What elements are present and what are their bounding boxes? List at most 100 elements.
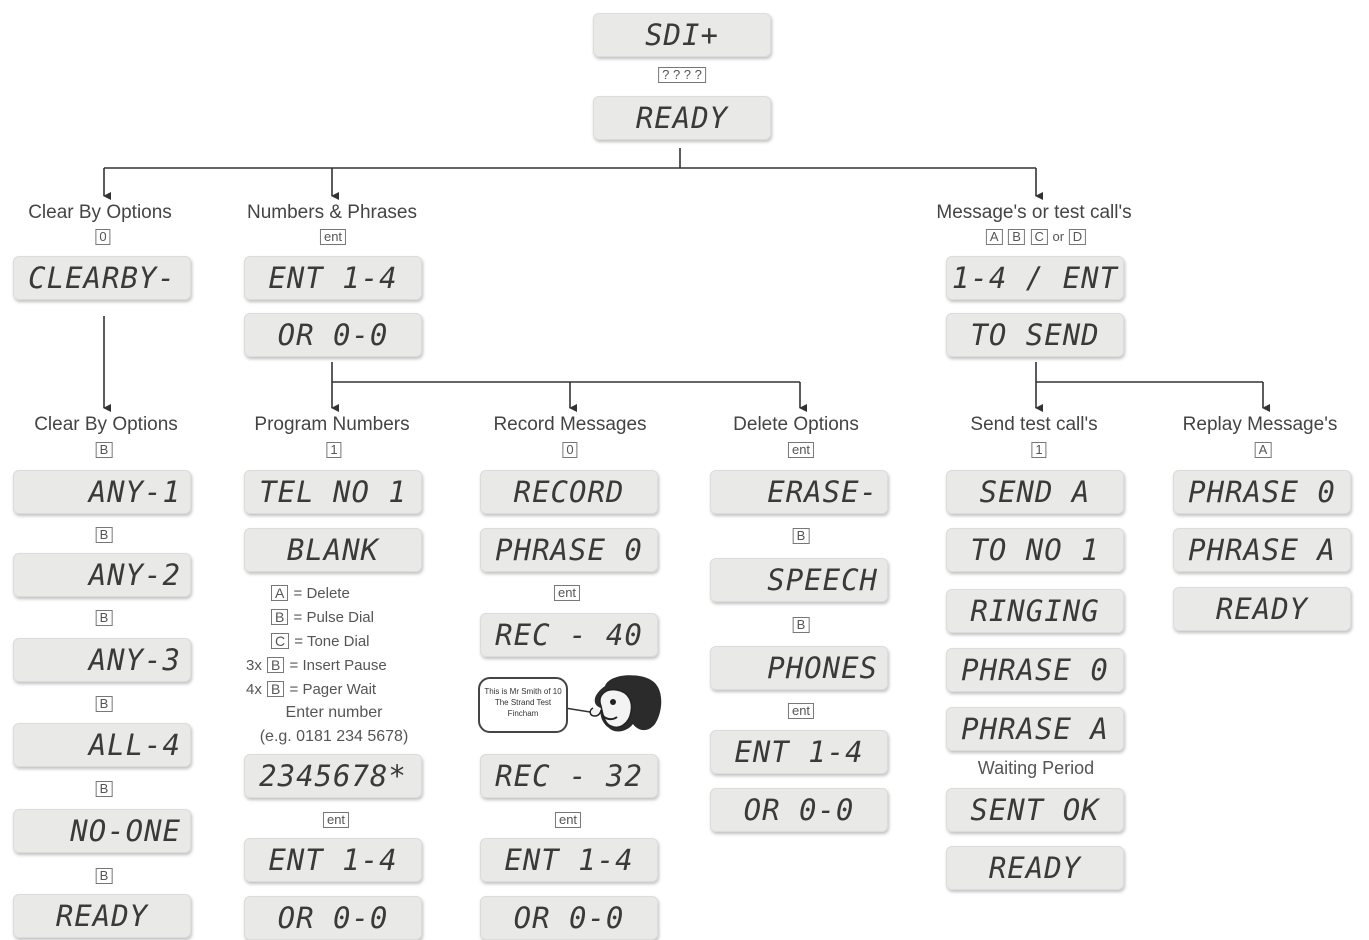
key-clear-col: B (95, 442, 114, 458)
legend-key-c: C (271, 633, 290, 649)
legend-row-delete: A = Delete (244, 582, 387, 606)
lcd-blank: BLANK (244, 528, 422, 572)
waiting-period-text: Waiting Period (977, 758, 1095, 778)
key-message-or: or (1052, 229, 1065, 244)
lcd-any-1: ANY-1 (13, 470, 191, 514)
lcd-ringing: RINGING (946, 589, 1124, 633)
header-clear-by-options: Clear By Options (34, 414, 178, 435)
lcd-any-2: ANY-2 (13, 553, 191, 597)
lcd-phones: PHONES (710, 646, 888, 690)
lcd-any-3: ANY-3 (13, 638, 191, 682)
key-numbers-text: ent (319, 229, 347, 245)
header-send-test-calls: Send test call's (970, 414, 1098, 435)
key-message-a: A (985, 229, 1003, 245)
key-program-text: 1 (326, 442, 342, 458)
key-delete-b-2-text: B (792, 617, 810, 633)
key-replay: A (1254, 442, 1273, 458)
lcd-numbers-ent: ENT 1-4 (244, 256, 422, 300)
key-messages: A B C or D (985, 229, 1087, 245)
legend-row-pager: 4x B = Pager Wait (246, 681, 377, 698)
lcd-no-one: NO-ONE (13, 809, 191, 853)
key-delete-ent-text: ent (787, 703, 815, 719)
lcd-ready-clear: READY (13, 894, 191, 938)
lcd-program-ent: ENT 1-4 (244, 838, 422, 882)
legend-row-tone: C = Tone Dial (244, 630, 387, 654)
lcd-replay-phrase-a: PHRASE A (1173, 528, 1351, 572)
key-delete-b-2: B (792, 617, 811, 633)
key-delete-b-1-text: B (792, 528, 810, 544)
key-message-c: C (1030, 229, 1048, 245)
key-message-d: D (1068, 229, 1087, 245)
lcd-messages-send: TO SEND (946, 313, 1124, 357)
key-clear-top-text: 0 (95, 229, 111, 245)
key-clear-b-2-text: B (95, 610, 113, 626)
key-record-ent: ent (553, 585, 581, 601)
lcd-replay-phrase-0: PHRASE 0 (1173, 470, 1351, 514)
key-clear-col-text: B (95, 442, 113, 458)
key-program: 1 (325, 442, 342, 458)
key-delete-ent: ent (787, 703, 815, 719)
lcd-all-4: ALL-4 (13, 723, 191, 767)
key-record: 0 (561, 442, 578, 458)
key-clear-b-1-text: B (95, 527, 113, 543)
legend-key-4xb: B (267, 681, 285, 697)
header-messages: Message's or test call's (936, 202, 1132, 223)
key-program-ent-text: ent (322, 812, 350, 828)
top-keys: ? ? ? ? (657, 67, 707, 83)
lcd-speech: SPEECH (710, 558, 888, 602)
header-replay-messages: Replay Message's (1182, 414, 1338, 435)
lcd-rec-32: REC - 32 (480, 754, 658, 798)
lcd-entered-number: 2345678* (244, 754, 422, 798)
lcd-record-phrase: PHRASE 0 (480, 528, 658, 572)
key-clear-top: 0 (94, 229, 111, 245)
key-clear-b-3: B (95, 696, 114, 712)
lcd-send-phrase-a: PHRASE A (946, 707, 1124, 751)
program-legend: A = Delete B = Pulse Dial C = Tone Dial … (244, 582, 387, 702)
legend-key-b: B (271, 609, 289, 625)
lcd-tel-no: TEL NO 1 (244, 470, 422, 514)
example-number-text: (e.g. 0181 234 5678) (259, 728, 409, 745)
legend-row-pause: 3x B = Insert Pause (246, 657, 387, 674)
key-clear-b-4-text: B (95, 781, 113, 797)
lcd-rec-40: REC - 40 (480, 613, 658, 657)
lcd-record-or: OR 0-0 (480, 896, 658, 940)
top-keys-text: ? ? ? ? (658, 67, 706, 83)
speaker-face-icon (589, 675, 662, 732)
header-numbers-phrases: Numbers & Phrases (246, 202, 418, 223)
key-numbers: ent (319, 229, 347, 245)
lcd-erase: ERASE- (710, 470, 888, 514)
key-clear-b-3-text: B (95, 696, 113, 712)
lcd-replay-ready: READY (1173, 587, 1351, 631)
key-record-ent-text: ent (553, 585, 581, 601)
key-delete: ent (787, 442, 815, 458)
lcd-record: RECORD (480, 470, 658, 514)
key-record-ent-2-text: ent (554, 812, 582, 828)
lcd-numbers-or: OR 0-0 (244, 313, 422, 357)
lcd-record-ent: ENT 1-4 (480, 838, 658, 882)
header-record-messages: Record Messages (493, 414, 647, 435)
key-clear-b-4: B (95, 781, 114, 797)
speech-bubble: This is Mr Smith of 10 The Strand Test F… (478, 677, 568, 733)
lcd-send-phrase-0: PHRASE 0 (946, 648, 1124, 692)
header-delete-options: Delete Options (733, 414, 859, 435)
lcd-ready-send: READY (946, 846, 1124, 890)
lcd-program-or: OR 0-0 (244, 896, 422, 940)
enter-number-text: Enter number (285, 704, 383, 721)
header-program-numbers: Program Numbers (254, 414, 410, 435)
key-send-test: 1 (1030, 442, 1047, 458)
lcd-to-no-1: TO NO 1 (946, 528, 1124, 572)
legend-row-pulse: B = Pulse Dial (244, 606, 387, 630)
legend-key-3xb: B (267, 657, 285, 673)
key-delete-text: ent (787, 442, 815, 458)
lcd-delete-ent: ENT 1-4 (710, 730, 888, 774)
key-record-ent-2: ent (554, 812, 582, 828)
key-send-test-text: 1 (1031, 442, 1047, 458)
key-clear-b-2: B (95, 610, 114, 626)
lcd-messages-ent: 1-4 / ENT (946, 256, 1124, 300)
key-clear-b-1: B (95, 527, 114, 543)
lcd-ready-top: READY (593, 96, 771, 140)
key-clear-b-5-text: B (95, 868, 113, 884)
key-clear-b-5: B (95, 868, 114, 884)
legend-key-a: A (271, 585, 289, 601)
key-message-b: B (1008, 229, 1025, 245)
